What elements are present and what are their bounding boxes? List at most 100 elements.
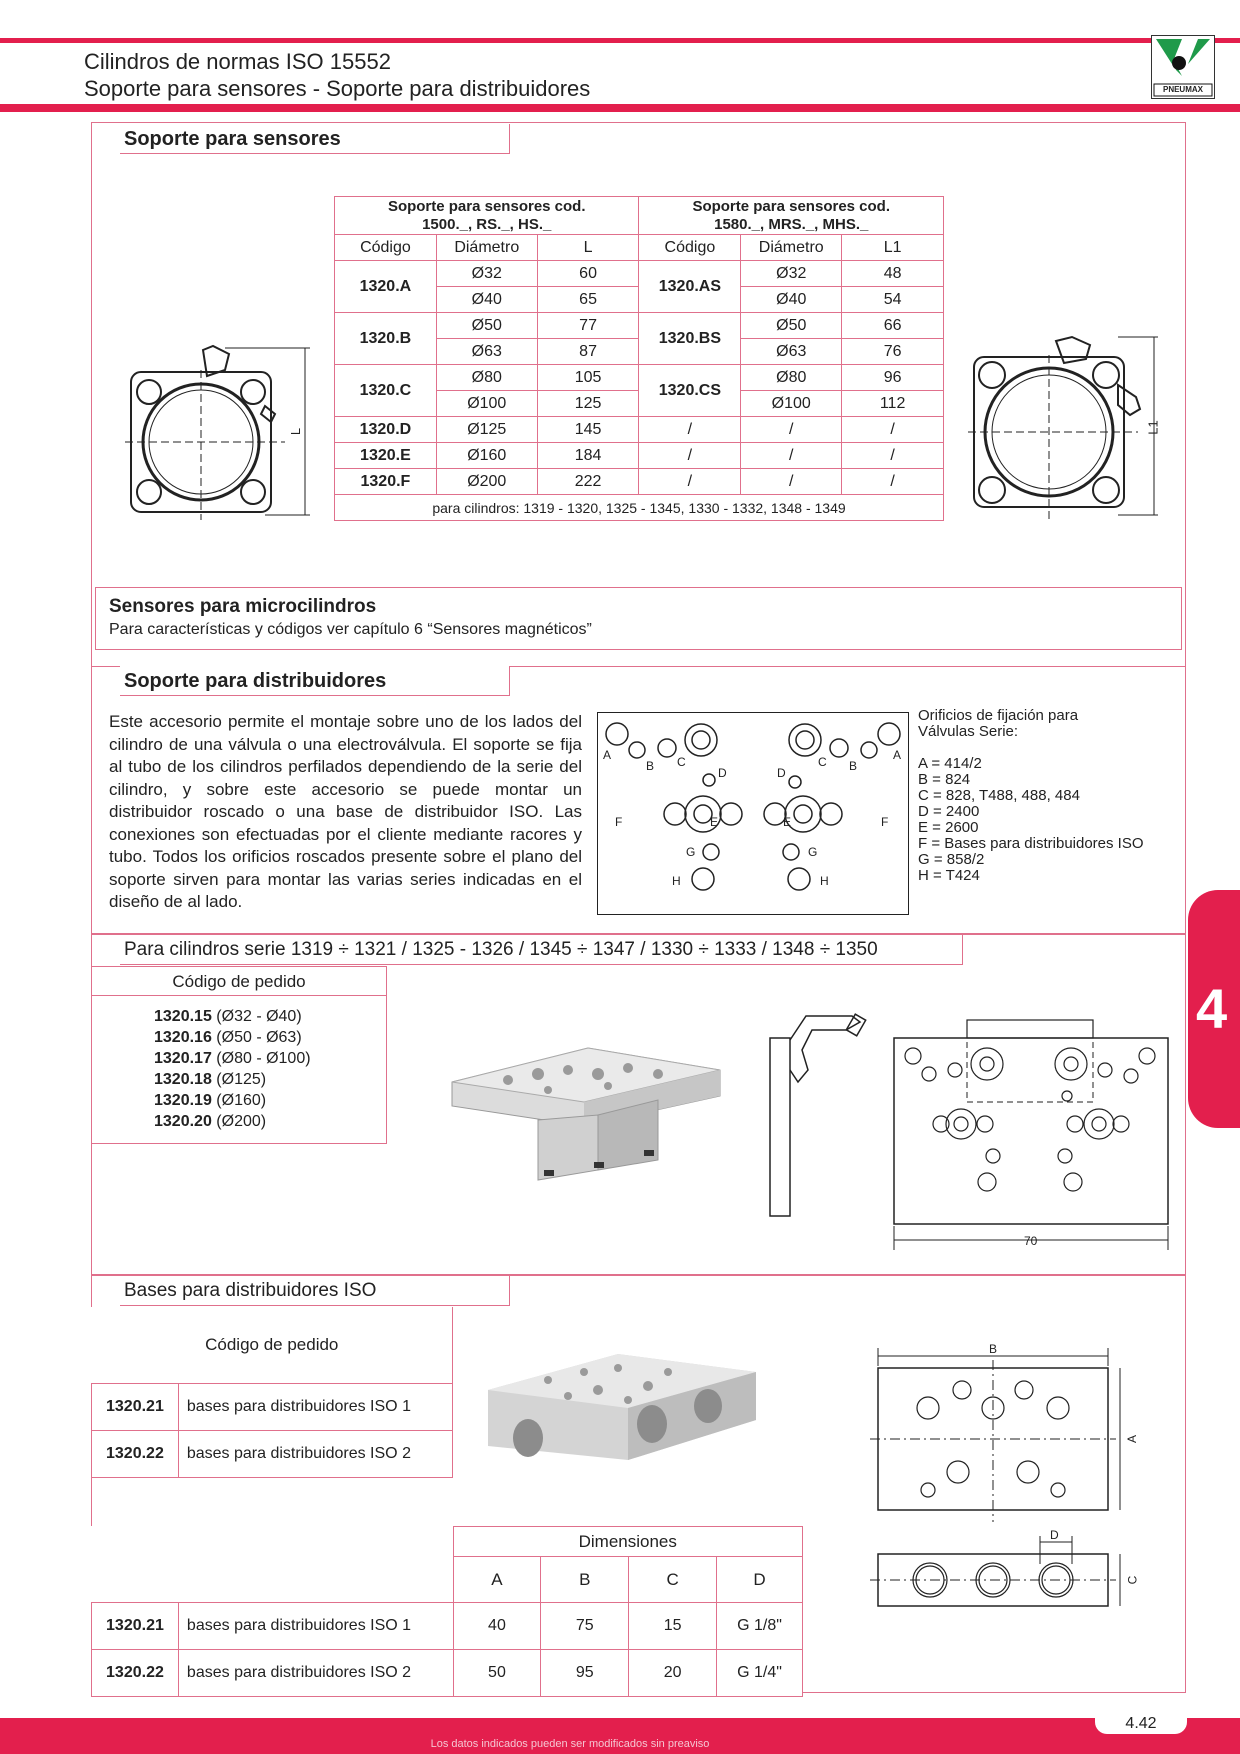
legend-item: G = 858/2 [918, 851, 985, 868]
distrib-hole-diagram [597, 712, 909, 915]
dim-label-d: D [1050, 1528, 1059, 1542]
series-order-list: 1320.15 (Ø32 - Ø40) 1320.16 (Ø50 - Ø63) … [154, 1006, 311, 1132]
micro-sensors-box [95, 587, 1182, 650]
micro-sensors-text: Para características y códigos ver capít… [109, 621, 592, 638]
legend-title: Orificios de fijación para Válvulas Seri… [918, 707, 1079, 740]
hole-label-e-left: E [710, 815, 719, 829]
legend-item: F = Bases para distribuidores ISO [918, 835, 1144, 852]
dims-blank [91, 1526, 454, 1603]
hole-label-g-left: G [686, 845, 696, 859]
list-item: 1320.16 (Ø50 - Ø63) [154, 1029, 302, 1046]
legend-item: D = 2400 [918, 803, 980, 820]
hole-label-a-right: A [893, 748, 902, 762]
dims-header: Dimensiones [452, 1526, 804, 1557]
dim-label-b: B [989, 1342, 998, 1356]
dims-col-a: A [452, 1556, 542, 1603]
chapter-tab-number: 4 [1196, 977, 1228, 1040]
hole-label-h-right: H [820, 874, 829, 888]
logo-mark-icon [1153, 39, 1213, 97]
header-top-bar [0, 38, 1240, 43]
dims-col-d: D [716, 1556, 803, 1603]
legend-item: B = 824 [918, 771, 971, 788]
dims-col-b: B [540, 1556, 630, 1603]
table-row: 1320.C Ø80 105 1320.CS Ø80 96 [334, 364, 944, 417]
sensor-bracket-drawing-left [125, 344, 310, 520]
brand-logo: PNEUMAX [1151, 35, 1215, 99]
valve-bracket-photo [451, 1047, 721, 1181]
hole-label-h-left: H [672, 874, 681, 888]
legend-item: E = 2600 [918, 819, 979, 836]
list-item: 1320.18 (Ø125) [154, 1071, 267, 1088]
legend-item: H = T424 [918, 867, 980, 884]
header-title-line1: Cilindros de normas ISO 15552 [84, 49, 391, 74]
sensor-section-title: Soporte para sensores [120, 124, 510, 154]
col-header-l: L [536, 234, 640, 261]
list-item: 1320.17 (Ø80 - Ø100) [154, 1050, 311, 1067]
chapter-tab[interactable] [1188, 890, 1240, 1128]
micro-sensors-title: Sensores para microcilindros [109, 596, 377, 617]
table-row: 1320.B Ø50 77 1320.BS Ø50 66 [334, 312, 944, 365]
fixing-holes-legend: Orificios de fijación para Válvulas Seri… [918, 708, 1183, 884]
dim-label-l1: L1 [1145, 420, 1161, 435]
iso-base-top-view [870, 1348, 1121, 1607]
table-row: 1320.A Ø32 60 1320.AS Ø32 48 [334, 260, 944, 313]
dim-label-70: 70 [1024, 1234, 1038, 1248]
table-row: Ø100 125 Ø100 112 [335, 390, 944, 417]
header-title-line2: Soporte para sensores - Soporte para dis… [84, 76, 591, 101]
dim-label-a: A [1125, 1434, 1140, 1444]
footer-bar [0, 1718, 1240, 1754]
hole-label-b-right: B [849, 759, 858, 773]
col-header-diametro: Diámetro [435, 234, 538, 261]
table-footer-note: para cilindros: 1319 - 1320, 1325 - 1345… [334, 494, 944, 521]
hole-label-d-left: D [718, 766, 727, 780]
series-section-title: Para cilindros serie 1319 ÷ 1321 / 1325 … [120, 935, 963, 965]
list-item: 1320.15 (Ø32 - Ø40) [154, 1008, 302, 1025]
distrib-paragraph: Este accesorio permite el montaje sobre … [109, 712, 582, 911]
hole-label-c-right: C [818, 755, 827, 769]
group2-header: Soporte para sensores cod.1580._, MRS._,… [638, 196, 944, 235]
logo-text: PNEUMAX [1162, 85, 1203, 94]
hole-label-e-right: E [783, 815, 792, 829]
legend-item: A = 414/2 [918, 755, 982, 772]
group1-header: Soporte para sensores cod.1500._, RS._, … [333, 196, 640, 235]
bases-section-title: Bases para distribuidores ISO [120, 1276, 510, 1306]
hole-label-g-right: G [808, 845, 818, 859]
valve-bracket-side-view [769, 1013, 867, 1217]
distrib-section-title: Soporte para distribuidores [120, 666, 510, 696]
header-bottom-bar [0, 104, 1240, 112]
hole-label-d-right: D [777, 766, 786, 780]
table-row: 1320.E Ø160 184 / / / [334, 442, 944, 469]
page-number: 4.42 [1125, 1715, 1157, 1732]
table-row: 1320.21 bases para distribuidores ISO 1 … [91, 1602, 803, 1650]
bases-dimensions-table: Dimensiones A B C D 1320.21 bases para d… [91, 1526, 804, 1697]
series-order-header: Código de pedido [91, 966, 387, 996]
col-header-diametro2: Diámetro [740, 234, 843, 261]
hole-label-f-right: F [881, 815, 889, 829]
table-row: 1320.F Ø200 222 / / / [334, 468, 944, 495]
dim-label-l: L [288, 427, 304, 436]
bases-order-header: Código de pedido [91, 1307, 453, 1384]
col-header-codigo2: Código [638, 234, 742, 261]
col-header-l1: L1 [841, 234, 944, 261]
footer-note-text: Los datos indicados pueden ser modificad… [430, 1738, 710, 1750]
list-item: 1320.20 (Ø200) [154, 1113, 267, 1130]
col-header-codigo: Código [334, 234, 437, 261]
iso-base-photo [488, 1354, 756, 1460]
series-order-box [91, 966, 387, 1144]
hole-label-b-left: B [646, 759, 655, 773]
table-row: Ø63 87 Ø63 76 [335, 338, 944, 365]
sensor-bracket-drawing-right [968, 335, 1158, 520]
hole-label-a-left: A [603, 748, 612, 762]
dim-label-c: C [1125, 1575, 1140, 1585]
hole-label-f-left: F [615, 815, 623, 829]
sensor-bracket-table: Soporte para sensores cod.1500._, RS._, … [333, 196, 944, 521]
list-item: 1320.19 (Ø160) [154, 1092, 267, 1109]
distrib-section-box [91, 666, 1186, 934]
valve-bracket-top-view [893, 1019, 1169, 1250]
legend-item: C = 828, T488, 488, 484 [918, 787, 1080, 804]
hole-label-c-left: C [677, 755, 686, 769]
dims-col-c: C [628, 1556, 718, 1603]
